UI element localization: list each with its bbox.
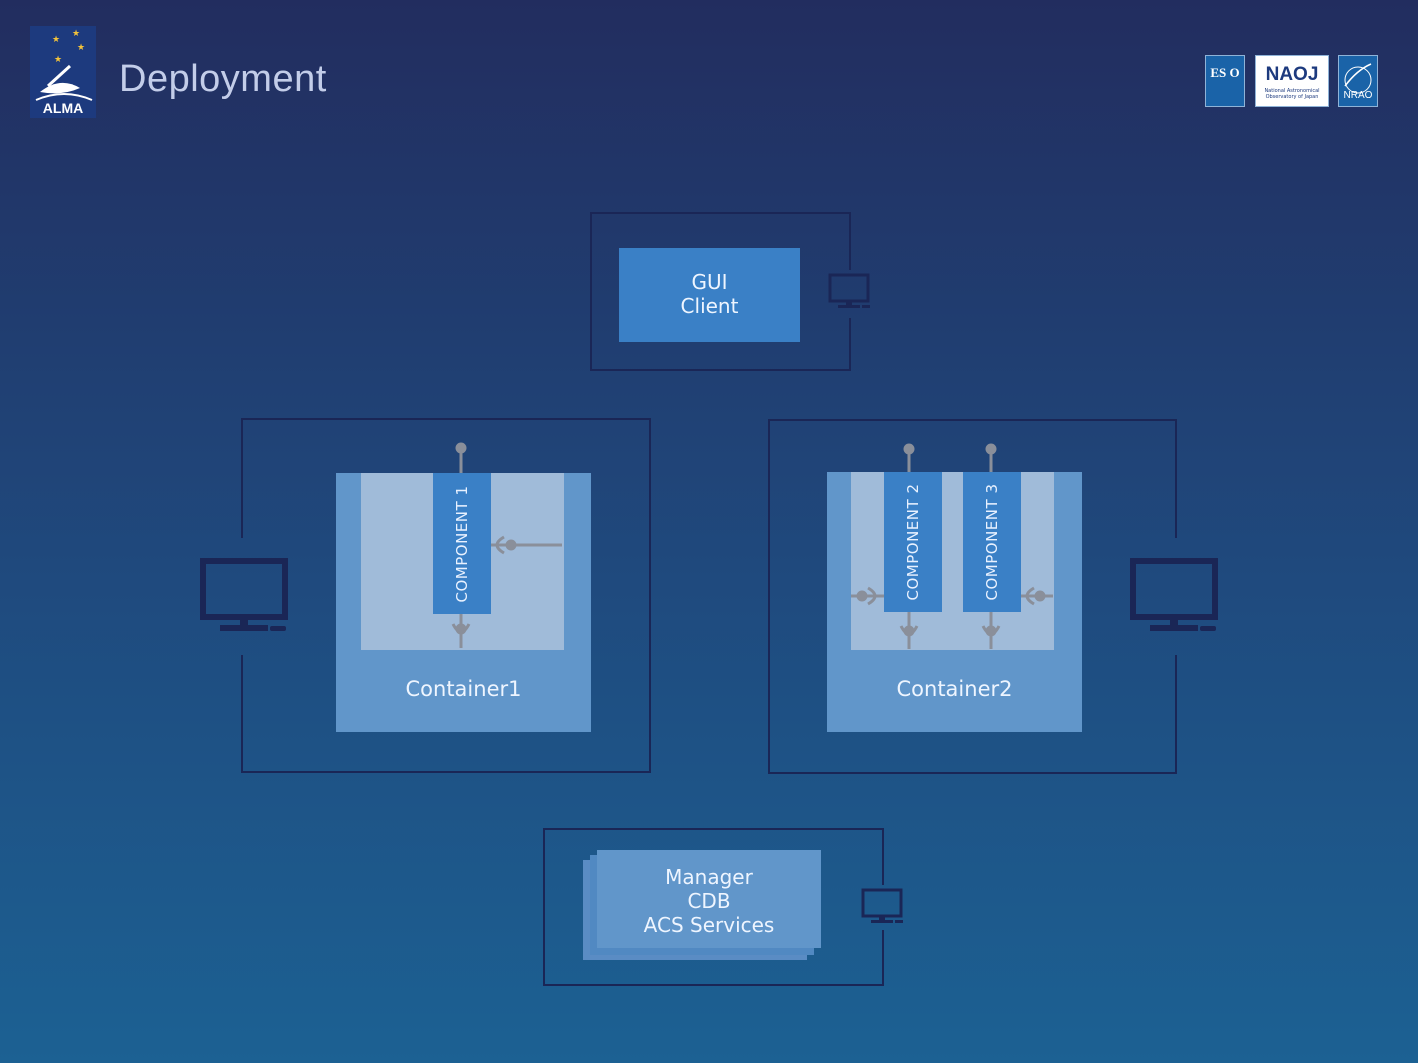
computer-icon	[861, 888, 903, 923]
computer-icon	[200, 558, 288, 631]
container2-host-frame	[768, 419, 1177, 774]
naoj-logo-name: National Astronomical Observatory of Jap…	[1264, 88, 1320, 100]
container2-box[interactable]: COMPONENT 2 COMPONENT 3 Container2	[827, 472, 1082, 732]
gui-client-line2: Client	[680, 294, 739, 318]
page-title: Deployment	[119, 58, 327, 100]
naoj-logo-abbrev: NAOJ	[1265, 64, 1319, 85]
nrao-dish-icon	[1344, 63, 1372, 94]
alma-logo-icon: ★ ★ ★ ★ ALMA	[30, 26, 96, 118]
svg-text:★: ★	[52, 35, 60, 45]
container2-label: Container2	[896, 677, 1013, 701]
component-2[interactable]: COMPONENT 2	[884, 472, 942, 612]
svg-text:★: ★	[77, 43, 85, 53]
alma-logo-text: ALMA	[42, 100, 84, 116]
svg-text:★: ★	[72, 29, 80, 39]
container1-label: Container1	[405, 677, 522, 701]
component-1[interactable]: COMPONENT 1	[433, 473, 491, 614]
services-line2: CDB	[687, 889, 731, 913]
gui-client-box[interactable]: GUI Client	[619, 248, 800, 342]
component-1-label: COMPONENT 1	[453, 485, 471, 602]
services-line3: ACS Services	[643, 913, 775, 937]
component-2-label: COMPONENT 2	[904, 483, 922, 601]
component-3[interactable]: COMPONENT 3	[963, 472, 1021, 612]
container2-inner-panel	[851, 472, 1054, 650]
container1-host-frame	[241, 418, 651, 773]
services-box[interactable]: Manager CDB ACS Services	[597, 850, 821, 948]
nrao-logo-icon: NRAO	[1338, 55, 1378, 107]
component-3-label: COMPONENT 3	[983, 483, 1001, 601]
alma-stars-icon: ★ ★ ★ ★	[35, 29, 93, 101]
computer-icon	[828, 273, 870, 308]
services-host-frame	[543, 828, 884, 986]
container1-box[interactable]: COMPONENT 1 Container1	[336, 473, 591, 732]
gui-host-frame	[590, 212, 851, 371]
svg-text:★: ★	[54, 55, 62, 65]
eso-logo-icon: ES O	[1205, 55, 1245, 107]
nrao-logo-text: NRAO	[1343, 90, 1373, 101]
gui-client-line1: GUI	[691, 270, 728, 294]
computer-icon	[1130, 558, 1218, 631]
naoj-logo-icon: NAOJ National Astronomical Observatory o…	[1255, 55, 1329, 107]
services-line1: Manager	[665, 865, 753, 889]
eso-logo-text: ES O	[1210, 65, 1240, 80]
